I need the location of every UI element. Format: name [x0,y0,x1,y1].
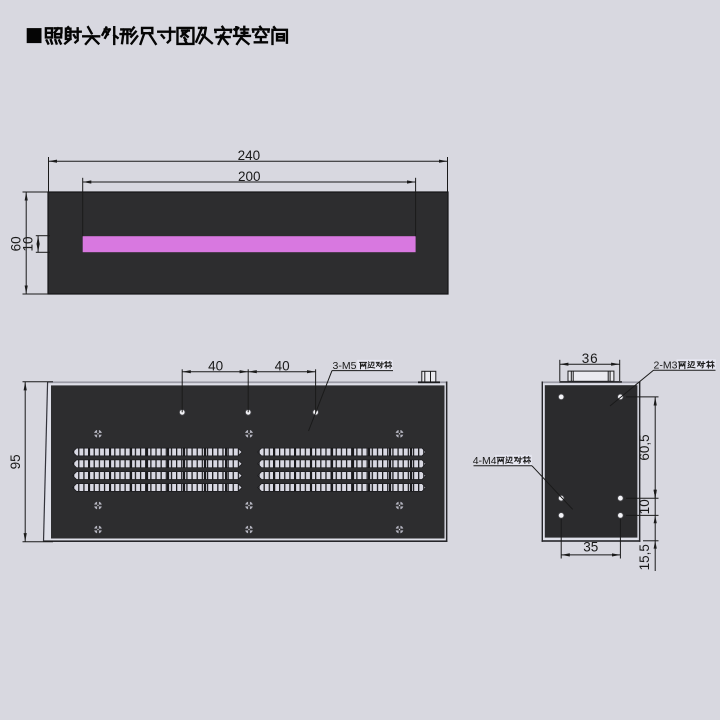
svg-text:95: 95 [8,454,23,469]
svg-text:40: 40 [275,359,290,374]
svg-text:10: 10 [20,236,35,251]
svg-text:3-M5: 3-M5 [333,360,357,372]
svg-text:35: 35 [583,539,598,554]
svg-text:4-M4: 4-M4 [473,455,497,467]
svg-text:2-M3: 2-M3 [654,359,678,371]
svg-text:240: 240 [238,148,261,163]
svg-text:15,5: 15,5 [637,544,652,570]
svg-text:200: 200 [238,169,261,184]
svg-text:60,5: 60,5 [637,434,652,460]
svg-text:10: 10 [637,499,652,514]
svg-text:40: 40 [208,359,223,374]
svg-text:36: 36 [582,351,599,366]
svg-text:60: 60 [9,236,24,251]
